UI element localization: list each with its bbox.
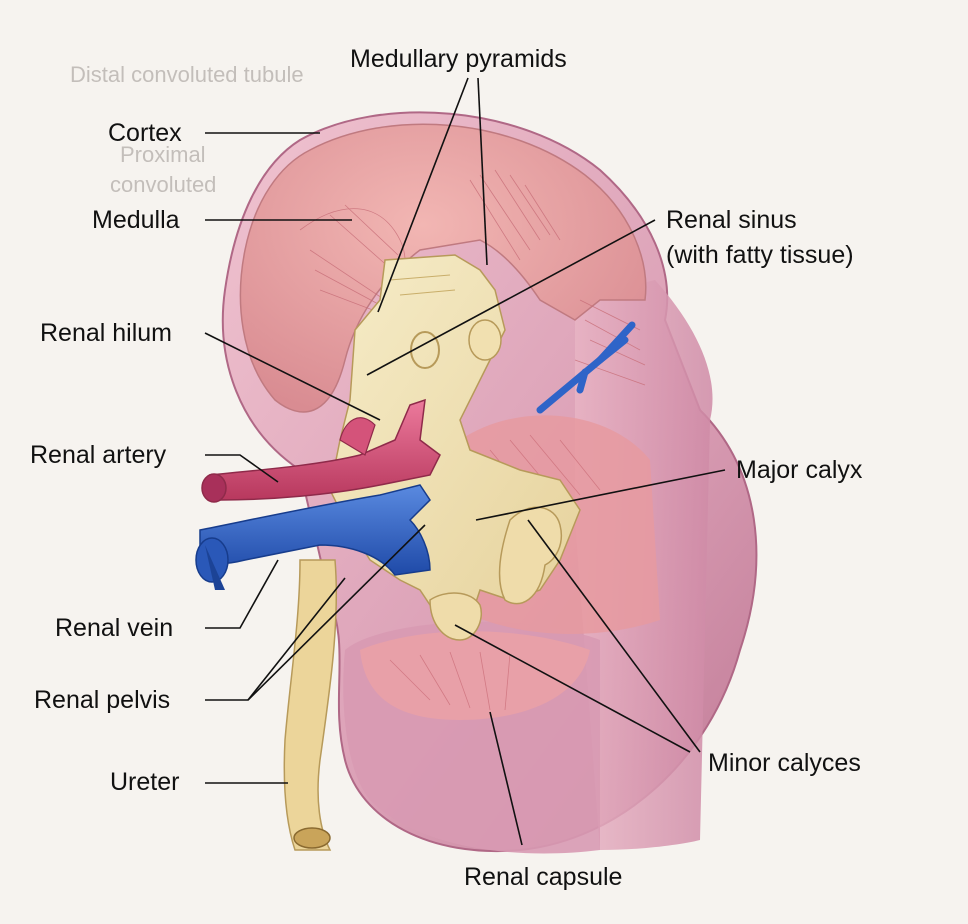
renal-vein-shape bbox=[195, 484, 431, 590]
leader-lines bbox=[204, 77, 726, 846]
bleed-text: Proximal bbox=[120, 142, 206, 167]
label-renal-vein: Renal vein bbox=[55, 614, 174, 642]
label-renal-artery: Renal artery bbox=[30, 441, 167, 469]
label-cortex: Cortex bbox=[108, 119, 182, 147]
label-ureter: Ureter bbox=[110, 768, 180, 796]
label-renal-hilum: Renal hilum bbox=[40, 319, 173, 347]
bleed-text: Distal convoluted tubule bbox=[70, 62, 304, 87]
label-medullary-pyramids: Medullary pyramids bbox=[350, 45, 567, 73]
label-renal-pelvis: Renal pelvis bbox=[34, 686, 171, 714]
bleed-text: convoluted bbox=[110, 172, 217, 197]
label-minor-calyces: Minor calyces bbox=[708, 749, 861, 777]
label-medulla: Medulla bbox=[92, 206, 180, 234]
label-major-calyx: Major calyx bbox=[736, 456, 863, 484]
label-renal-sinus-detail: (with fatty tissue) bbox=[666, 241, 854, 269]
ureter-shape bbox=[283, 559, 338, 851]
minor-calyces-shape bbox=[429, 506, 562, 641]
label-renal-capsule: Renal capsule bbox=[464, 863, 623, 891]
label-renal-sinus: Renal sinus bbox=[666, 206, 797, 234]
interlobar-vein-shape bbox=[536, 321, 636, 414]
